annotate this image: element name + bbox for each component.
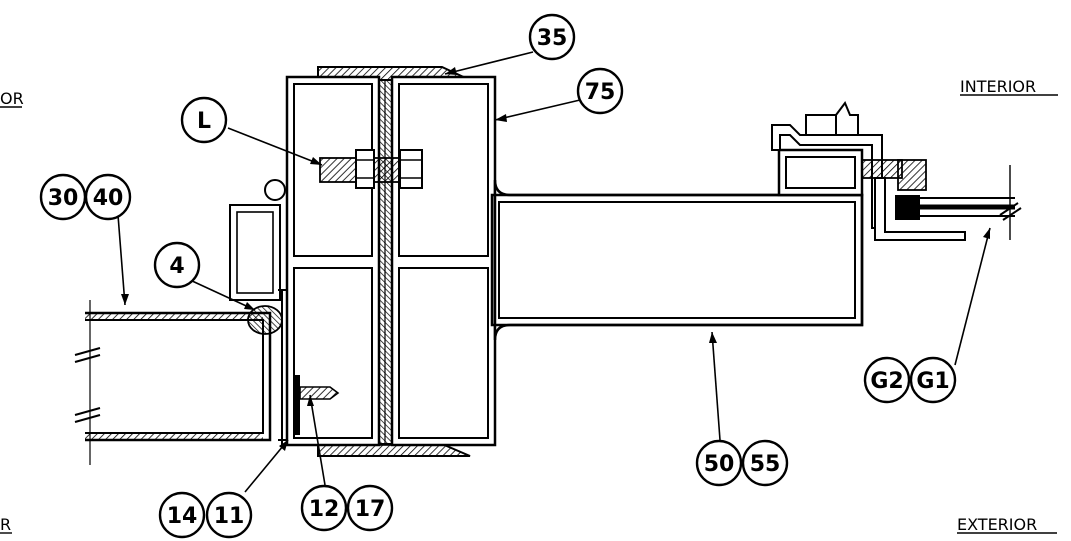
callout-40: 40 — [84, 173, 132, 221]
callout-4-text: 4 — [169, 254, 184, 279]
callout-14: 14 — [158, 491, 206, 539]
glass-pane — [910, 165, 1022, 240]
left-top-label-fragment: OR — [0, 89, 24, 108]
clip-angle — [229, 179, 286, 301]
callout-G2-text: G2 — [870, 369, 903, 394]
interior-label: INTERIOR — [960, 77, 1036, 96]
callout-50-text: 50 — [704, 452, 735, 477]
callout-17-text: 17 — [355, 497, 386, 522]
callout-G1-text: G1 — [916, 369, 949, 394]
callout-35-text: 35 — [537, 26, 568, 51]
interior-bracket — [771, 101, 883, 229]
callout-12-text: 12 — [309, 497, 340, 522]
callout-35: 35 — [528, 13, 576, 61]
mullion-left-tube — [285, 75, 381, 447]
adjacent-frame — [74, 289, 287, 465]
callout-L-text: L — [197, 109, 211, 134]
callout-75: 75 — [576, 67, 624, 115]
callout-G2: G2 — [863, 356, 911, 404]
callout-50: 50 — [695, 439, 743, 487]
callout-11: 11 — [205, 491, 253, 539]
exterior-label: EXTERIOR — [957, 515, 1037, 534]
callout-G1: G1 — [909, 356, 957, 404]
callout-11-text: 11 — [214, 504, 245, 529]
callout-L: L — [180, 96, 228, 144]
callout-55-text: 55 — [750, 452, 781, 477]
callout-30: 30 — [39, 173, 87, 221]
bolt-assembly — [319, 149, 423, 189]
callout-30-text: 30 — [48, 186, 79, 211]
callout-40-text: 40 — [93, 186, 124, 211]
callout-14-text: 14 — [167, 504, 198, 529]
leader-lines — [117, 51, 991, 493]
glazing-gaskets — [861, 159, 966, 241]
callout-4: 4 — [153, 241, 201, 289]
leader-arrowheads — [121, 67, 990, 451]
left-bottom-label-fragment: R — [0, 515, 11, 534]
callout-75-text: 75 — [585, 80, 616, 105]
interior-tube — [490, 179, 864, 341]
callout-17: 17 — [346, 484, 394, 532]
callout-12: 12 — [300, 484, 348, 532]
mullion-right-tube — [390, 75, 497, 447]
callout-55: 55 — [741, 439, 789, 487]
